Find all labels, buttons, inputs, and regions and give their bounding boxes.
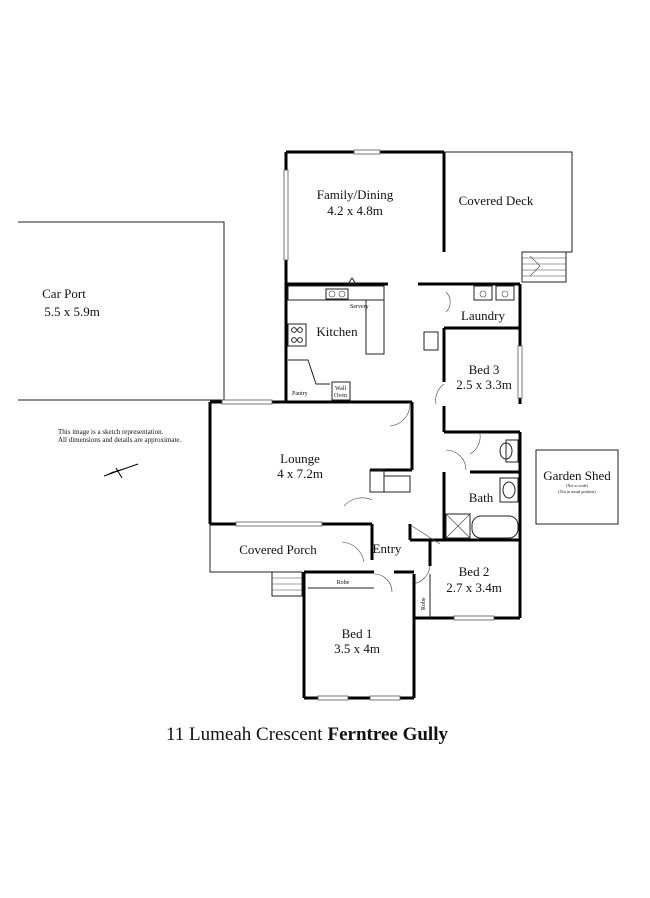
entry-label: Entry (373, 541, 402, 556)
covered-deck-label: Covered Deck (459, 193, 534, 208)
laundry-label: Laundry (461, 308, 506, 323)
wall-oven-label-1: Wall (335, 386, 347, 392)
bed1-walls (302, 570, 416, 701)
bed3-size: 2.5 x 3.3m (456, 377, 512, 392)
north-arrow-icon (103, 463, 139, 479)
bath-label: Bath (469, 490, 494, 505)
car-port-outline (18, 221, 225, 401)
deck-steps (521, 251, 567, 283)
family-dining-walls (283, 149, 446, 402)
address-street: 11 Lumeah Crescent (166, 724, 323, 745)
bed3-label: Bed 3 (469, 362, 500, 377)
bath-walls (442, 432, 522, 540)
pantry-label: Pantry (292, 391, 308, 397)
kitchen-label: Kitchen (316, 324, 358, 339)
entry-walls (340, 522, 520, 563)
disclaimer-line-2: All dimensions and details are approxima… (58, 436, 181, 444)
robe-bed2-label: Robe (421, 597, 427, 610)
lounge-label: Lounge (280, 451, 320, 466)
family-dining-size: 4.2 x 4.8m (327, 203, 383, 218)
car-port-size: 5.5 x 5.9m (44, 304, 100, 319)
garden-shed-note-position: (Not in actual position) (558, 489, 596, 494)
disclaimer-line-1: This image is a sketch representation. (58, 428, 164, 436)
lounge-size: 4 x 7.2m (277, 466, 323, 481)
kitchen-fixtures (287, 277, 439, 401)
address-suburb: Ferntree Gully (328, 724, 449, 745)
bed2-size: 2.7 x 3.4m (446, 580, 502, 595)
bed3-walls (435, 328, 523, 434)
bed1-size: 3.5 x 4m (334, 641, 380, 656)
bed2-label: Bed 2 (459, 564, 490, 579)
garden-shed-box (535, 449, 619, 525)
family-dining-label: Family/Dining (317, 187, 394, 202)
robe-bed1-label: Robe (337, 580, 350, 586)
bed1-label: Bed 1 (342, 626, 373, 641)
covered-porch (209, 524, 303, 597)
garden-shed-note-scale: (Not to scale) (566, 483, 588, 488)
car-port-label: Car Port (42, 286, 86, 301)
garden-shed-label: Garden Shed (543, 468, 611, 483)
lounge-walls (208, 399, 414, 527)
bed2-walls (411, 540, 522, 621)
wall-oven-label-2: Oven (334, 393, 347, 399)
servery-label: Servery (350, 304, 369, 310)
covered-porch-label: Covered Porch (239, 542, 317, 557)
